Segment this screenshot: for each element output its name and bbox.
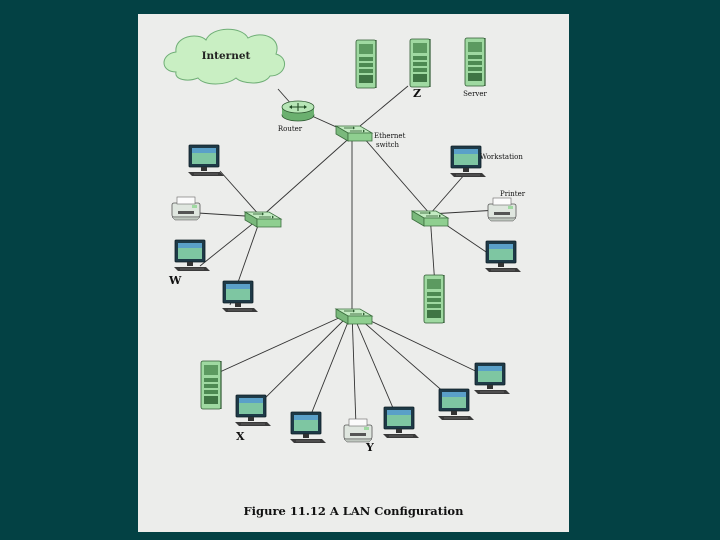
server-label: Server [463, 90, 487, 98]
switch-icon [335, 308, 373, 325]
node-x-label: X [236, 430, 245, 443]
server-icon [423, 274, 445, 324]
server-icon [355, 39, 377, 89]
internet-cloud: Internet [163, 28, 285, 85]
workstation-icon [289, 411, 327, 444]
server-icon [200, 360, 222, 410]
printer-label: Printer [500, 190, 526, 198]
node-z-label: Z [413, 87, 421, 100]
workstation-icon [173, 239, 211, 272]
workstation-icon [449, 145, 487, 178]
router-label: Router [278, 125, 303, 133]
workstation-icon [484, 240, 522, 273]
ethernet-switch-icon [335, 125, 373, 142]
workstation-icon [187, 144, 225, 177]
slide: Internet Router Z Server Ethernet switch… [138, 14, 569, 532]
printer-icon [171, 196, 201, 221]
workstation-icon [234, 394, 272, 427]
switch-icon [244, 211, 282, 228]
workstation-icon [221, 280, 259, 313]
lan-diagram: Internet Router Z Server Ethernet switch… [163, 28, 526, 454]
printer-icon [487, 197, 517, 222]
workstation-icon [437, 388, 475, 421]
workstation-icon [382, 406, 420, 439]
node-y-label: Y [365, 441, 374, 454]
network-links [197, 85, 499, 428]
printer-icon [343, 418, 373, 443]
internet-label: Internet [202, 50, 251, 62]
node-w-label: W [168, 274, 182, 287]
ethernet-switch-label: Ethernet [374, 132, 406, 140]
server-icon [409, 38, 431, 88]
ethernet-switch-label: switch [376, 141, 400, 149]
server-icon [464, 37, 486, 87]
workstation-icon [473, 362, 511, 395]
figure-caption: Figure 11.12 A LAN Configuration [243, 504, 464, 518]
workstation-label: Workstation [480, 153, 523, 161]
router [281, 100, 315, 122]
